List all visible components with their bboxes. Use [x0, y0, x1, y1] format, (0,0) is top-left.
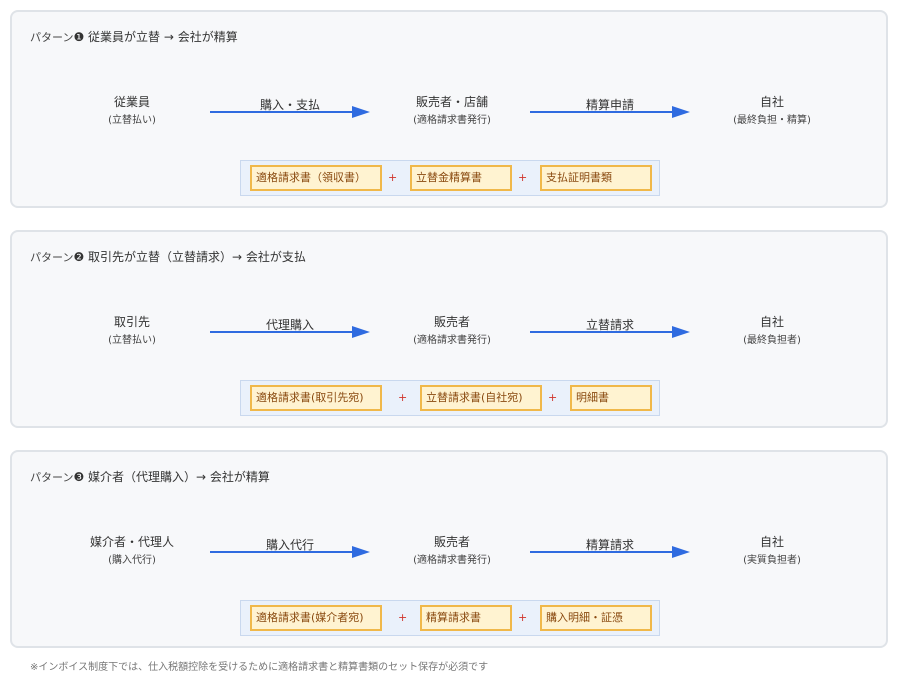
right-arrow-icon	[530, 326, 690, 338]
pattern-title: パターン❶ 従業員が立替 → 会社が精算	[30, 28, 238, 45]
flow-node-company: 自社 (最終負担者)	[692, 314, 852, 348]
document-tag: 精算請求書	[420, 605, 512, 631]
right-arrow-icon	[210, 546, 370, 558]
node-role: (購入代行)	[108, 555, 156, 566]
flow-arrow-1: 購入・支払	[210, 98, 370, 122]
required-documents: 適格請求書(媒介者宛) + 精算請求書 + 購入明細・証憑	[240, 600, 660, 636]
required-documents: 適格請求書（領収書） + 立替金精算書 + 支払証明書類	[240, 160, 660, 196]
arrow-label: 購入代行	[265, 538, 314, 552]
node-role: (立替払い)	[108, 335, 156, 346]
pattern-title-text: 取引先が立替（立替請求）→ 会社が支払	[84, 250, 306, 264]
node-role: (適格請求書発行)	[413, 335, 491, 346]
pattern-title: パターン❸ 媒介者（代理購入）→ 会社が精算	[30, 468, 270, 485]
node-name: 媒介者・代理人	[89, 535, 174, 549]
pattern-title: パターン❷ 取引先が立替（立替請求）→ 会社が支払	[30, 248, 306, 265]
flow-arrow-1: 購入代行	[210, 538, 370, 562]
document-tag: 明細書	[570, 385, 652, 411]
arrow-label: 立替請求	[585, 318, 634, 332]
flow-node-payer: 従業員 (立替払い)	[52, 94, 212, 128]
flow-arrow-2: 精算請求	[530, 538, 690, 562]
node-name: 従業員	[113, 95, 150, 109]
pattern-number-badge: ❸	[73, 470, 85, 484]
node-name: 販売者・店舗	[415, 95, 488, 109]
flow-arrow-2: 精算申請	[530, 98, 690, 122]
arrow-label: 代理購入	[265, 318, 314, 332]
flow-node-company: 自社 (最終負担・精算)	[692, 94, 852, 128]
node-name: 自社	[759, 535, 784, 549]
node-role: (最終負担者)	[743, 335, 801, 346]
plus-sign: +	[388, 171, 398, 184]
node-name: 販売者	[433, 535, 470, 549]
node-role: (最終負担・精算)	[733, 115, 811, 126]
node-name: 販売者	[433, 315, 470, 329]
pattern-title-text: 従業員が立替 → 会社が精算	[84, 30, 238, 44]
flow-node-seller: 販売者 (適格請求書発行)	[372, 314, 532, 348]
document-tag: 適格請求書(媒介者宛)	[250, 605, 382, 631]
document-tag: 適格請求書(取引先宛)	[250, 385, 382, 411]
node-role: (適格請求書発行)	[413, 555, 491, 566]
flow-node-seller: 販売者 (適格請求書発行)	[372, 534, 532, 568]
arrow-label: 購入・支払	[259, 98, 320, 112]
document-tag: 立替請求書(自社宛)	[420, 385, 542, 411]
document-tag: 適格請求書（領収書）	[250, 165, 382, 191]
right-arrow-icon	[530, 106, 690, 118]
flow-node-company: 自社 (実質負担者)	[692, 534, 852, 568]
document-tag: 立替金精算書	[410, 165, 512, 191]
pattern-title-text: 媒介者（代理購入）→ 会社が精算	[84, 470, 270, 484]
pattern-number-badge: ❷	[73, 250, 85, 264]
pattern-lead: パターン	[30, 31, 74, 44]
flow-node-seller: 販売者・店舗 (適格請求書発行)	[372, 94, 532, 128]
plus-sign: +	[398, 391, 408, 404]
node-name: 自社	[759, 315, 784, 329]
pattern-lead: パターン	[30, 251, 74, 264]
flow-node-payer: 媒介者・代理人 (購入代行)	[52, 534, 212, 568]
plus-sign: +	[398, 611, 408, 624]
flow-arrow-1: 代理購入	[210, 318, 370, 342]
arrow-label: 精算申請	[585, 98, 634, 112]
plus-sign: +	[518, 171, 528, 184]
right-arrow-icon	[210, 106, 370, 118]
node-name: 取引先	[113, 315, 150, 329]
plus-sign: +	[518, 611, 528, 624]
pattern-panel-2: パターン❷ 取引先が立替（立替請求）→ 会社が支払 取引先 (立替払い) 代理購…	[10, 230, 888, 428]
node-name: 自社	[759, 95, 784, 109]
footnote: ※インボイス制度下では、仕入税額控除を受けるために適格請求書と精算書類のセット保…	[30, 662, 489, 673]
flow-node-payer: 取引先 (立替払い)	[52, 314, 212, 348]
node-role: (立替払い)	[108, 115, 156, 126]
plus-sign: +	[548, 391, 558, 404]
node-role: (適格請求書発行)	[413, 115, 491, 126]
pattern-panel-1: パターン❶ 従業員が立替 → 会社が精算 従業員 (立替払い) 購入・支払 販売…	[10, 10, 888, 208]
required-documents: 適格請求書(取引先宛) + 立替請求書(自社宛) + 明細書	[240, 380, 660, 416]
right-arrow-icon	[530, 546, 690, 558]
flow-arrow-2: 立替請求	[530, 318, 690, 342]
pattern-panel-3: パターン❸ 媒介者（代理購入）→ 会社が精算 媒介者・代理人 (購入代行) 購入…	[10, 450, 888, 648]
node-role: (実質負担者)	[743, 555, 801, 566]
pattern-number-badge: ❶	[73, 30, 85, 44]
pattern-lead: パターン	[30, 471, 74, 484]
arrow-label: 精算請求	[585, 538, 634, 552]
document-tag: 支払証明書類	[540, 165, 652, 191]
document-tag: 購入明細・証憑	[540, 605, 652, 631]
right-arrow-icon	[210, 326, 370, 338]
